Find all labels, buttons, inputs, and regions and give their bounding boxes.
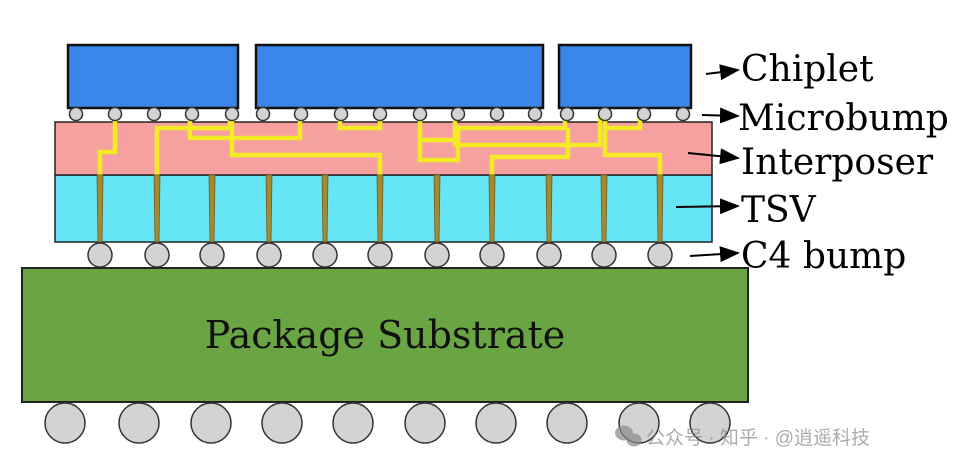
microbump <box>293 106 309 122</box>
tsv-via <box>545 174 553 243</box>
microbump <box>372 106 388 122</box>
solder-ball <box>546 402 588 444</box>
c4-bump <box>199 242 225 268</box>
chiplet-group <box>66 43 693 110</box>
microbump <box>255 106 271 122</box>
package-substrate-label: Package Substrate <box>205 313 566 357</box>
microbump-arrow <box>701 107 740 124</box>
package-balls <box>44 402 731 444</box>
microbump <box>527 106 543 122</box>
interposer-label: Interposer <box>741 142 934 183</box>
tsv-via <box>488 174 496 243</box>
tsv-via <box>153 174 161 243</box>
c4-bumps <box>87 242 673 268</box>
tsv-label: TSV <box>741 190 817 231</box>
c4-bump <box>87 242 113 268</box>
chiplet-2 <box>254 43 545 110</box>
interposer-arrow <box>687 148 740 165</box>
microbump <box>559 106 575 122</box>
interposer-layer <box>54 121 713 176</box>
tsv-via <box>321 174 329 243</box>
solder-ball <box>190 402 232 444</box>
solder-ball <box>689 402 731 444</box>
callout-arrows <box>675 64 740 263</box>
chiplet-arrow <box>705 64 740 81</box>
microbump <box>597 106 613 122</box>
c4-bump <box>536 242 562 268</box>
tsv-layer <box>54 174 713 243</box>
tsv-via <box>96 174 104 243</box>
wechat-icon <box>615 425 642 447</box>
solder-ball <box>118 402 160 444</box>
solder-ball <box>404 402 446 444</box>
microbump <box>450 106 466 122</box>
microbump <box>333 106 349 122</box>
solder-ball <box>475 402 517 444</box>
tsv-via <box>433 174 441 243</box>
c4-bump-label: C4 bump <box>741 236 906 277</box>
chiplet-1 <box>66 43 240 110</box>
tsv-via <box>208 174 216 243</box>
watermark: 公众号 · 知乎 · @逍遥科技 <box>615 425 870 449</box>
tsv-via <box>600 174 608 243</box>
chiplet-3 <box>557 43 693 110</box>
watermark-text: 公众号 · 知乎 · @逍遥科技 <box>646 427 870 449</box>
solder-ball <box>261 402 303 444</box>
microbump-label: Microbump <box>738 98 949 139</box>
tsv-via <box>656 174 664 243</box>
solder-ball <box>332 402 374 444</box>
microbump <box>636 106 652 122</box>
microbump <box>184 106 200 122</box>
c4-bump <box>256 242 282 268</box>
microbump <box>68 106 84 122</box>
c4-bump <box>647 242 673 268</box>
tsv-via <box>265 174 273 243</box>
c4-bump <box>591 242 617 268</box>
tsv-arrow <box>675 198 740 215</box>
chiplet-label: Chiplet <box>741 49 874 90</box>
package-substrate <box>21 267 749 403</box>
c4-bump <box>312 242 338 268</box>
tsv-vias <box>96 174 664 243</box>
microbumps <box>68 106 691 122</box>
solder-ball <box>44 402 86 444</box>
microbump <box>146 106 162 122</box>
microbump <box>107 106 123 122</box>
c4-bump <box>367 242 393 268</box>
c4-bump <box>479 242 505 268</box>
c4-bump <box>424 242 450 268</box>
c4-bump-arrow <box>689 246 740 263</box>
interposer-wiring <box>97 115 663 175</box>
microbump <box>675 106 691 122</box>
c4-bump <box>144 242 170 268</box>
tsv-via <box>376 174 384 243</box>
microbump <box>489 106 505 122</box>
microbump <box>412 106 428 122</box>
microbump <box>224 106 240 122</box>
